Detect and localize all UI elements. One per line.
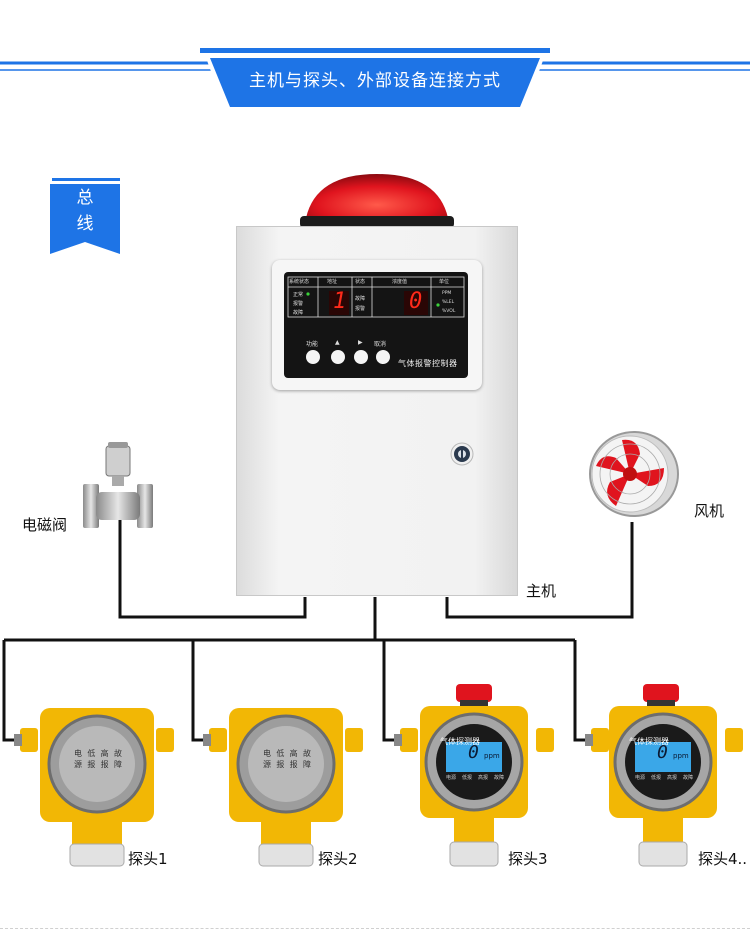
solenoid-valve: [78, 440, 158, 532]
probe-2-panel-top: 电 低 高 故: [263, 748, 311, 759]
lock-icon: [449, 441, 475, 467]
probe-4-leds: 电源 低报 高报 故障: [635, 774, 693, 781]
header-banner-graphic: [0, 48, 750, 110]
probe-4-body: [585, 684, 743, 867]
probe-4: 气体探测器 0 ppm 电源 低报 高报 故障: [585, 684, 750, 870]
probe-2-panel-bottom-1: 报: [276, 760, 285, 769]
probe-4-led-3: 故障: [682, 775, 693, 781]
probe-4-unit: ppm: [673, 752, 689, 760]
probe-1-panel-top-1: 低: [87, 749, 96, 758]
probe-2-panel-bottom-2: 报: [289, 760, 298, 769]
probe-2-panel-top-0: 电: [263, 749, 271, 758]
probe-1-panel-bottom-3: 障: [113, 760, 122, 769]
fan-label: 风机: [694, 502, 725, 520]
function-button[interactable]: [306, 350, 320, 364]
bus-badge-line1: 总: [76, 188, 94, 208]
header-concentration: 浓度值: [392, 279, 408, 285]
probe-3-screen-title: 气体探测器: [440, 737, 480, 746]
probe-2-panel-bottom: 源 报 报 障: [263, 759, 311, 770]
probe-2-body: [203, 708, 363, 867]
alarm-lamp: [296, 172, 458, 230]
bus-badge-line2: 线: [76, 214, 94, 234]
probe-3: 气体探测器 0 ppm 电源 低报 高报 故障: [394, 684, 560, 870]
exhaust-fan: [582, 428, 682, 520]
probe-3-led-3: 故障: [493, 775, 504, 781]
bus-badge: [50, 178, 120, 254]
probe-1-panel-top-3: 故: [113, 749, 122, 758]
controller-display-grid: [287, 276, 465, 318]
header-system-status: 系统状态: [289, 279, 310, 285]
header-unit: 单位: [439, 279, 450, 285]
bottom-divider: [0, 928, 750, 929]
up-button[interactable]: [331, 350, 345, 364]
status-alarm: 报警: [293, 301, 304, 307]
header-address: 地址: [327, 279, 338, 285]
probe-3-reading: 0: [468, 742, 479, 763]
probe-4-screen-title: 气体探测器: [629, 737, 669, 746]
probe-3-body: [394, 684, 554, 867]
probe-1-panel-bottom-2: 报: [100, 760, 109, 769]
probe-1-body: [14, 708, 174, 867]
cancel-button[interactable]: [376, 350, 390, 364]
btn-label-up: ▲: [335, 339, 340, 346]
header-state: 状态: [355, 279, 366, 285]
controller-name: 气体报警控制器: [398, 359, 458, 368]
probe-1-panel-top-2: 高: [100, 749, 109, 758]
probe-2-panel-top-3: 故: [302, 749, 311, 758]
probe-4-led-2: 高报: [666, 775, 677, 781]
probe-1-panel-top: 电 低 高 故: [74, 748, 122, 759]
btn-label-cancel: 取消: [374, 341, 387, 348]
probe-2: 电 低 高 故 源 报 报 障: [203, 700, 369, 870]
bus-badge-graphic: [50, 178, 120, 254]
btn-label-right: ▶: [358, 339, 363, 346]
concentration-value: 0: [409, 289, 423, 314]
status-fault: 故障: [293, 310, 304, 316]
page-title: 主机与探头、外部设备连接方式: [249, 71, 501, 91]
probe-2-label: 探头2: [318, 850, 358, 868]
unit-lel: %LEL: [442, 300, 455, 305]
probe-2-panel-bottom-0: 源: [263, 760, 271, 769]
probe-4-led-1: 低报: [650, 775, 661, 781]
probe-3-unit: ppm: [484, 752, 500, 760]
probe-1-panel-top-0: 电: [74, 749, 82, 758]
unit-vol: %VOL: [442, 309, 456, 314]
probe-2-panel-top-2: 高: [289, 749, 298, 758]
probe-1-panel-bottom-1: 报: [87, 760, 96, 769]
probe-4-reading: 0: [657, 742, 668, 763]
controller-display: 系统状态 地址 状态 浓度值 单位 正常 报警 故障 1 故障 报警 0 PPM…: [284, 272, 468, 378]
probe-4-label: 探头4..: [698, 850, 748, 868]
address-value: 1: [333, 289, 347, 314]
solenoid-valve-icon: [83, 442, 153, 528]
probe-2-panel-top-1: 低: [276, 749, 285, 758]
probe-1-label: 探头1: [128, 850, 168, 868]
fan-icon: [589, 431, 679, 517]
state-alarm: 报警: [355, 306, 366, 312]
header-banner: [0, 0, 750, 110]
btn-label-function: 功能: [306, 341, 319, 348]
right-button[interactable]: [354, 350, 368, 364]
probe-3-label: 探头3: [508, 850, 548, 868]
status-normal: 正常: [293, 292, 304, 298]
probe-3-leds: 电源 低报 高报 故障: [446, 774, 504, 781]
host-label: 主机: [526, 582, 557, 600]
alarm-lamp-icon: [300, 174, 454, 228]
probe-1-panel-bottom: 源 报 报 障: [74, 759, 122, 770]
probe-1: 电 低 高 故 源 报 报 障: [14, 700, 180, 870]
valve-label: 电磁阀: [22, 516, 68, 534]
unit-ppm: PPM: [442, 291, 452, 296]
state-fault: 故障: [355, 296, 366, 302]
probe-4-led-0: 电源: [635, 775, 646, 781]
probe-3-led-0: 电源: [446, 775, 457, 781]
probe-2-panel-bottom-3: 障: [302, 760, 311, 769]
probe-3-led-1: 低报: [461, 775, 472, 781]
probe-1-panel-bottom-0: 源: [74, 760, 82, 769]
probe-3-led-2: 高报: [477, 775, 488, 781]
